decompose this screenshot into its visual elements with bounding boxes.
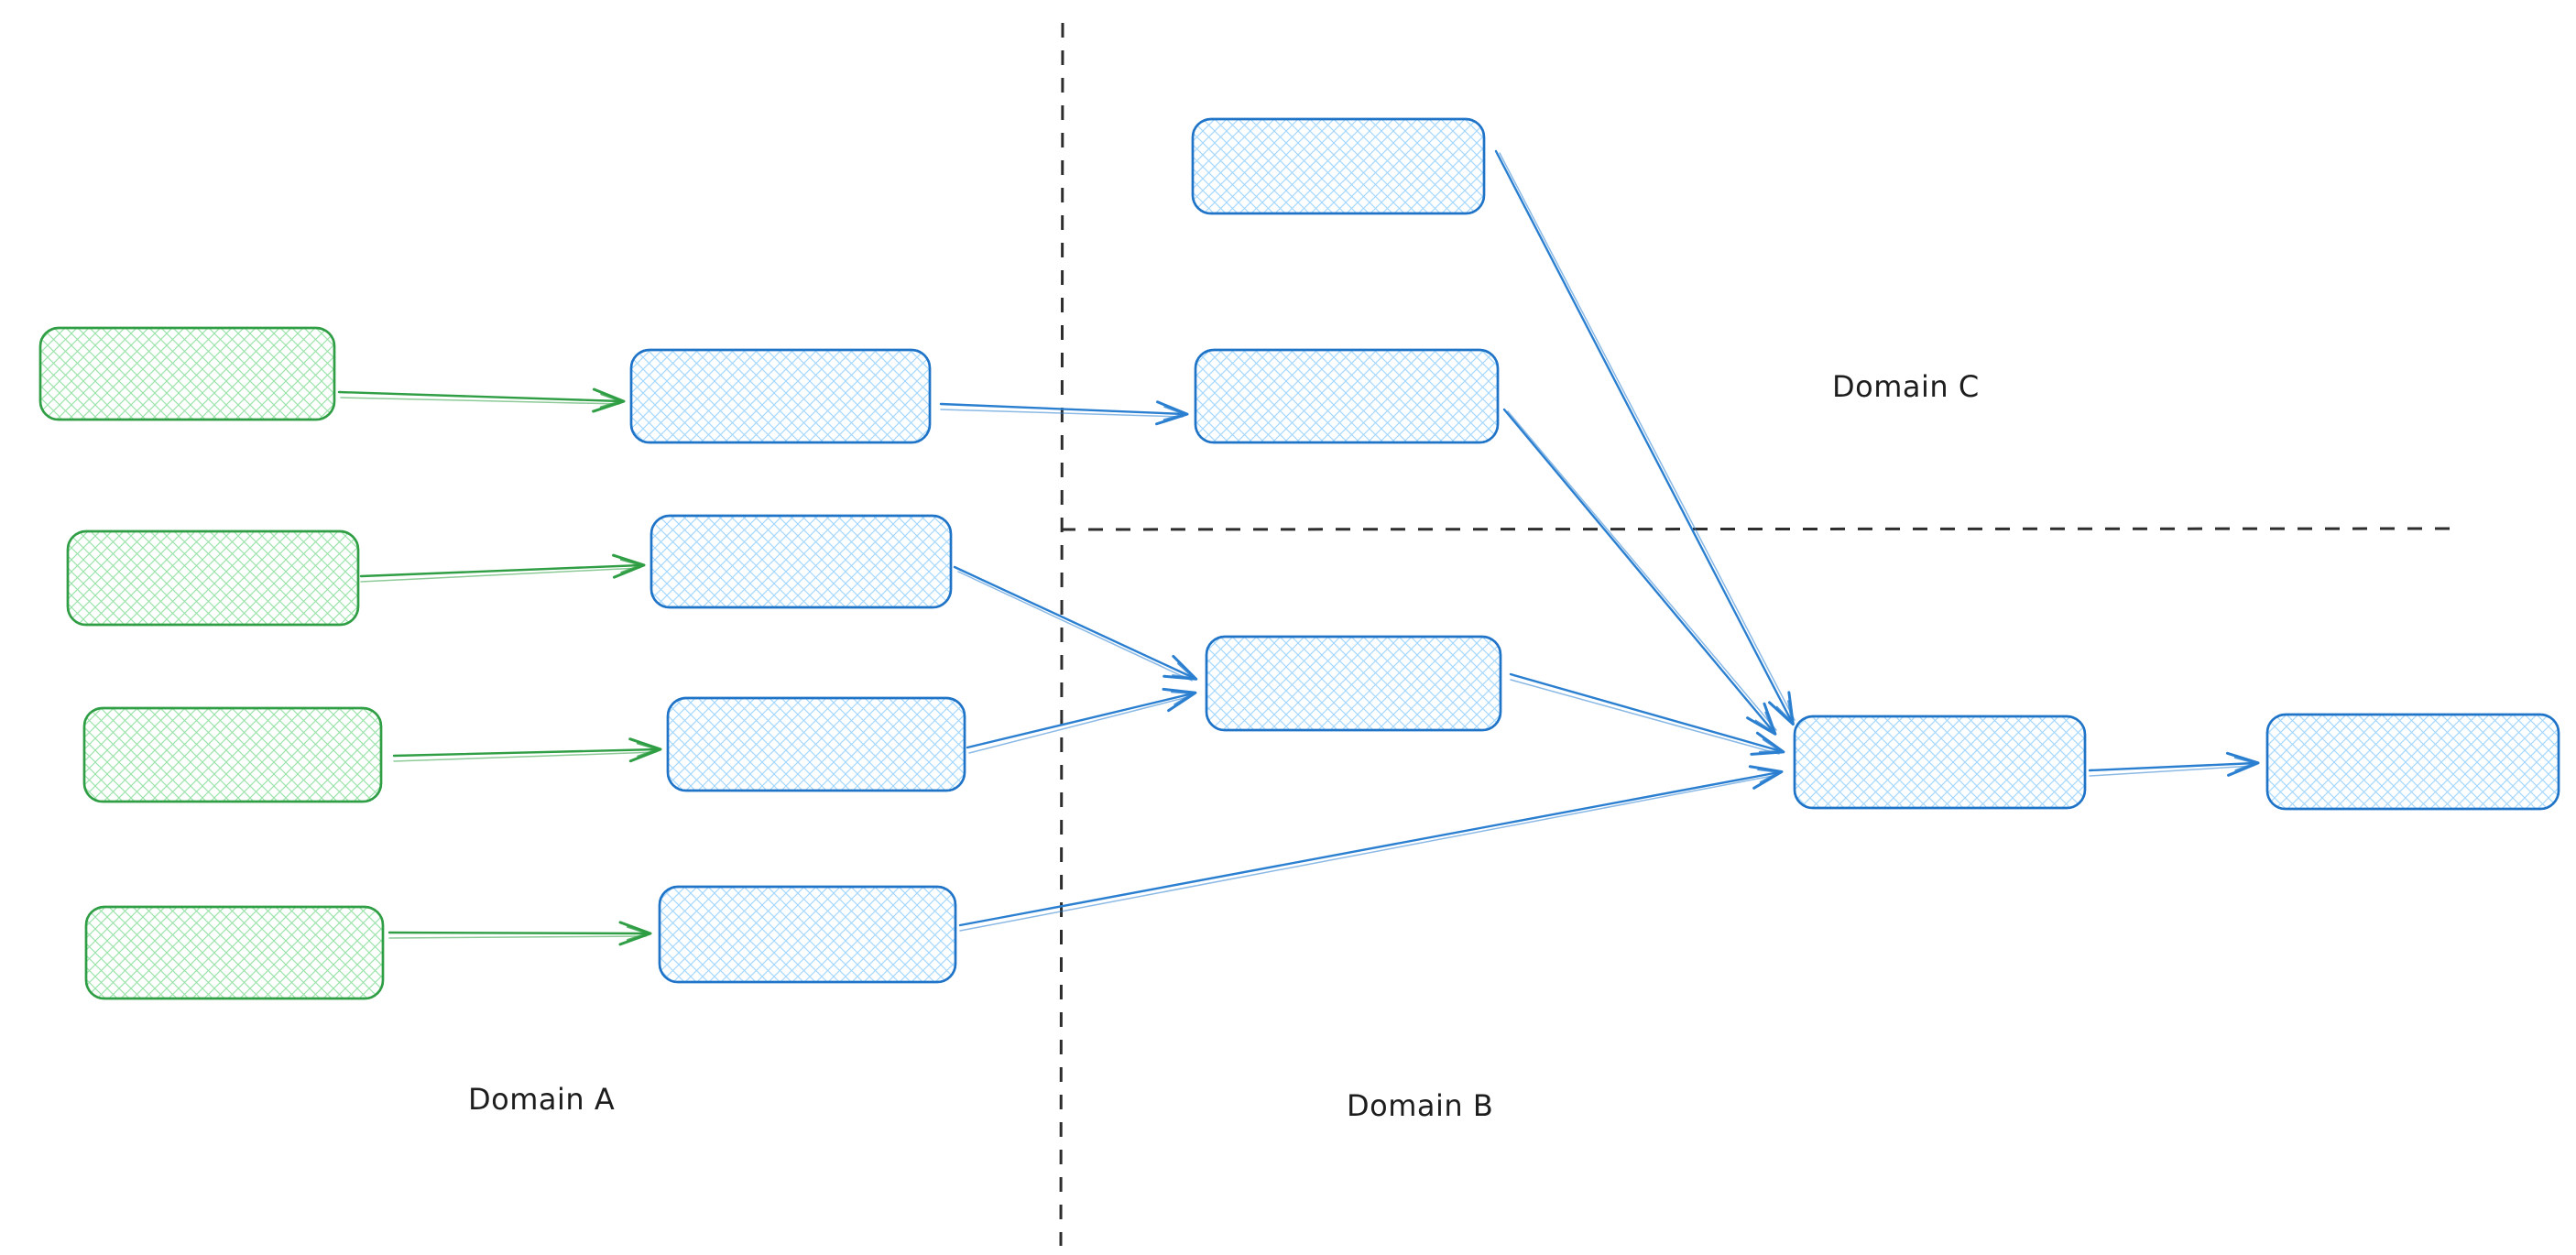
arrow-a1-to-b1[interactable] [939,400,1189,426]
domain-b-label[interactable]: Domain B [1347,1088,1493,1123]
arrow-top-to-hub-sketch [1499,152,1796,721]
node-green-1[interactable] [38,326,336,421]
node-green-3[interactable] [82,706,383,803]
arrow-green1-to-a1-sketch [340,397,620,405]
arrow-b2-to-hub-sketch [1510,679,1780,755]
arrow-green3-to-a3[interactable] [392,737,662,763]
arrow-green4-to-a4[interactable] [387,921,652,946]
node-blue-b1[interactable] [1194,348,1500,444]
arrow-green4-to-a4-sketch [388,935,647,939]
arrow-b1-to-hub-sketch [1507,410,1777,731]
node-blue-final[interactable] [2265,713,2560,811]
arrow-a3-to-b2[interactable] [966,687,1197,754]
arrow-b2-to-hub-line [1509,672,1785,756]
arrow-b1-to-hub[interactable] [1502,408,1777,736]
arrow-green3-to-a3-line [392,737,662,763]
arrow-green2-to-a2-sketch [360,567,640,583]
arrow-green3-to-a3-sketch [393,751,657,762]
arrow-green2-to-a2[interactable] [359,553,646,583]
arrow-a2-to-b2[interactable] [953,565,1198,682]
node-blue-a2[interactable] [649,514,953,609]
node-blue-a4[interactable] [658,885,957,984]
node-blue-top[interactable] [1191,117,1486,215]
arrow-hub-to-final-sketch [2089,765,2254,777]
node-blue-a1[interactable] [629,348,932,444]
arrow-hub-to-final[interactable] [2088,751,2260,777]
divider-vertical[interactable] [1059,22,1064,1247]
arrow-a2-to-b2-sketch [957,571,1193,682]
arrow-top-to-hub[interactable] [1494,149,1796,726]
arrow-a4-to-hub-sketch [959,774,1778,932]
node-green-4[interactable] [84,905,385,1000]
node-blue-a3[interactable] [666,696,966,792]
arrow-a3-to-b2-line [966,687,1197,749]
arrow-b2-to-hub[interactable] [1509,672,1785,756]
arrow-green1-to-a1-line [337,387,626,413]
node-blue-hub[interactable] [1793,715,2087,810]
arrow-a4-to-hub-line [958,765,1784,927]
arrow-hub-to-final-line [2088,751,2260,777]
arrow-b1-to-hub-line [1502,408,1777,736]
arrow-a3-to-b2-sketch [968,695,1192,754]
arrow-green2-to-a2-line [359,553,646,579]
arrow-a1-to-b1-sketch [940,409,1184,418]
node-green-2[interactable] [66,529,360,627]
arrow-green1-to-a1[interactable] [337,387,626,413]
arrow-top-to-hub-line [1494,149,1795,726]
node-blue-b2[interactable] [1205,635,1502,732]
arrow-a4-to-hub[interactable] [958,765,1784,932]
arrow-a2-to-b2-line [953,565,1198,681]
domain-c-label[interactable]: Domain C [1832,369,1980,404]
domain-a-label[interactable]: Domain A [468,1082,615,1117]
arrow-a1-to-b1-line [939,400,1189,426]
